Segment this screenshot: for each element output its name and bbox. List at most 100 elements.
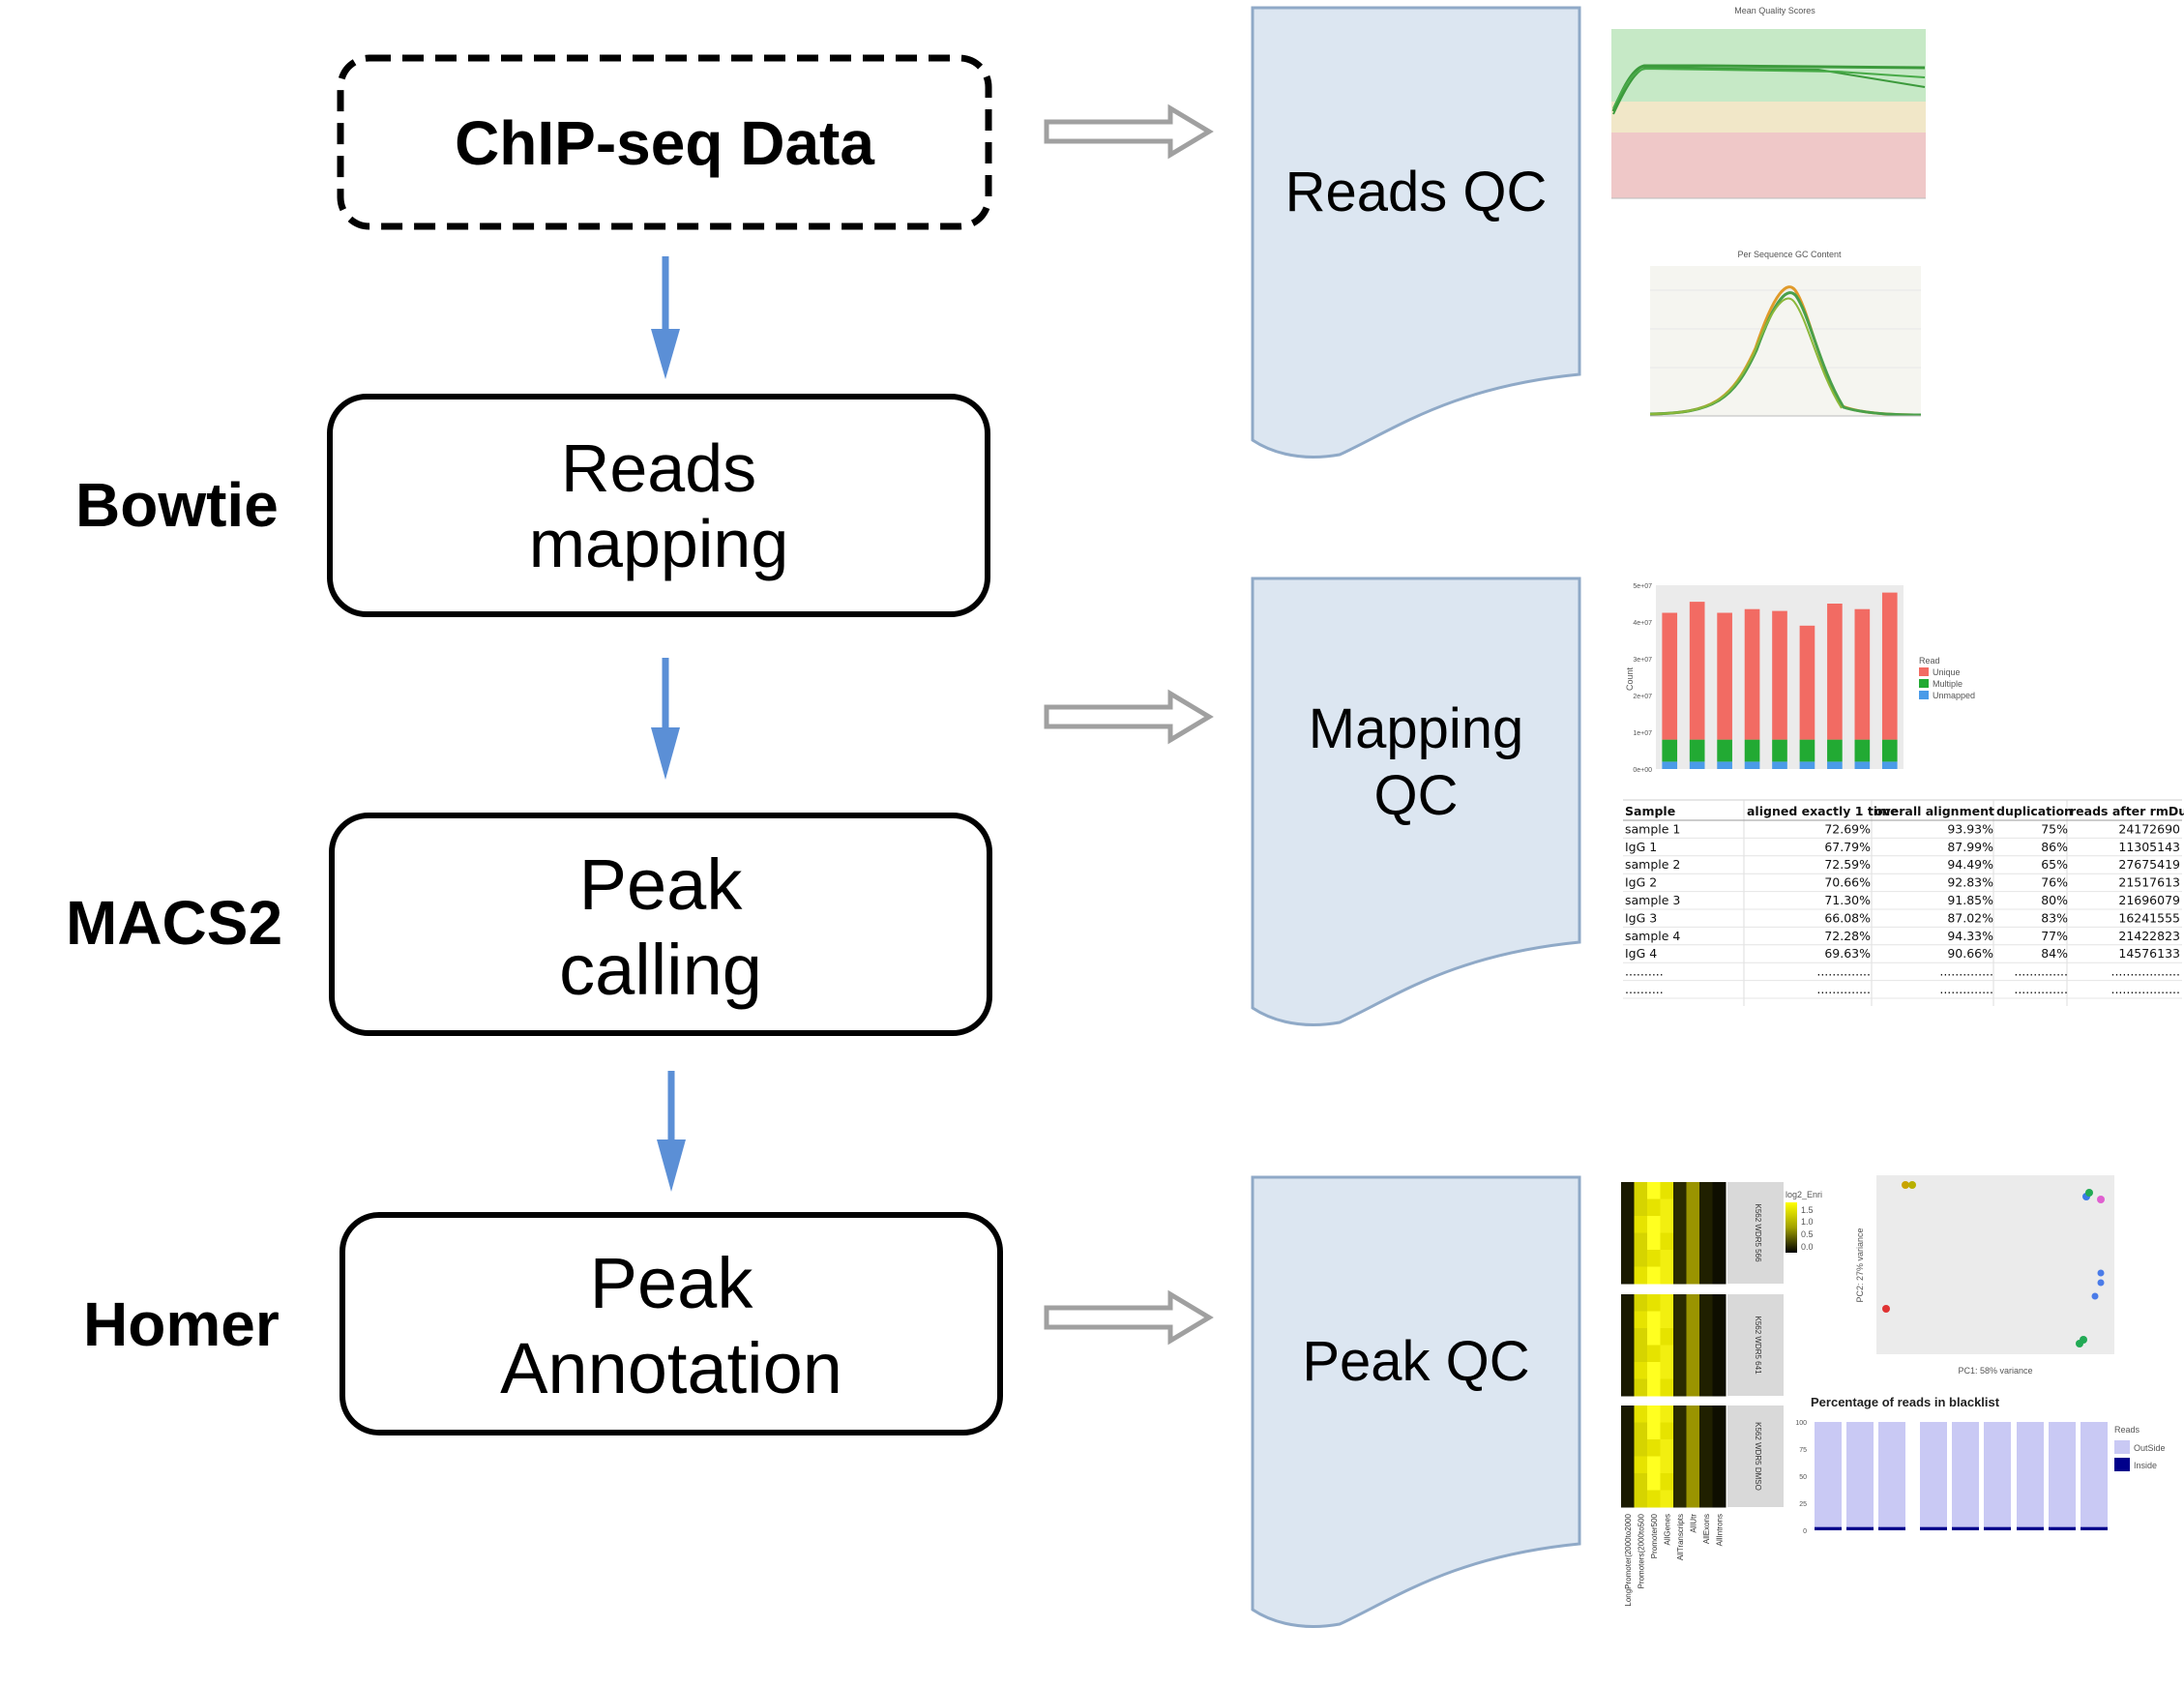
mapping-bar-unmapped	[1881, 761, 1898, 769]
table-cell: ..............	[1939, 982, 1993, 996]
heatmap-cell	[1686, 1294, 1700, 1312]
blacklist-bar-inside	[1920, 1526, 1947, 1530]
heatmap-cell	[1673, 1182, 1687, 1199]
thumb-pca: PC1: 58% variance PC2: 27% variance	[1855, 1175, 2114, 1376]
heatmap-cell	[1686, 1328, 1700, 1346]
heatmap-cell	[1699, 1311, 1713, 1329]
mapping-bar-multiple	[1854, 739, 1871, 762]
table-cell: IgG 4	[1625, 946, 1657, 961]
heatmap-cell	[1686, 1232, 1700, 1251]
table-header: Sample	[1625, 804, 1675, 818]
mapping-bar-unmapped	[1827, 761, 1843, 769]
table-cell: 21696079	[2118, 893, 2180, 907]
mapping-bar-unmapped	[1744, 761, 1760, 769]
heatmap-cell	[1699, 1266, 1713, 1285]
heatmap-cell	[1621, 1199, 1635, 1217]
blacklist-bar-inside	[1815, 1526, 1842, 1530]
step-peak-annotation-line1: Peak	[590, 1243, 754, 1323]
mapping-bar-multiple	[1662, 739, 1678, 762]
step-reads-mapping-line1: Reads	[561, 430, 756, 506]
step-peak-calling-line1: Peak	[579, 844, 744, 925]
mapping-bar-unique	[1772, 610, 1787, 740]
heatmap-cell	[1634, 1328, 1648, 1346]
table-cell: 72.69%	[1824, 821, 1871, 836]
mapping-y-tick: 0e+00	[1633, 767, 1652, 774]
heatmap-cell	[1712, 1406, 1727, 1423]
blacklist-bar-outside	[1920, 1422, 1947, 1527]
heatmap-cell	[1699, 1294, 1713, 1312]
heatmap-cell	[1621, 1362, 1635, 1379]
pca-point	[1902, 1181, 1909, 1189]
step-peak-calling: Peak calling	[329, 813, 992, 1036]
mapping-bar-unique	[1854, 608, 1871, 740]
heatmap-cell	[1634, 1199, 1648, 1217]
heatmap-cell	[1621, 1345, 1635, 1363]
heatmap-cell	[1647, 1439, 1661, 1457]
table-cell: ..............	[1816, 982, 1871, 996]
heatmap-cell	[1660, 1362, 1674, 1379]
heatmap-panel-label: K562 WDR5 DMSO	[1754, 1422, 1762, 1491]
table-cell: 66.08%	[1824, 910, 1871, 925]
mapping-bar-unmapped	[1854, 761, 1871, 769]
heatmap-column-label: AllGenes	[1663, 1514, 1671, 1545]
heatmap-cell	[1699, 1216, 1713, 1233]
heatmap-cell	[1712, 1473, 1727, 1491]
table-cell: IgG 2	[1625, 875, 1657, 890]
thumb-gc-content: Per Sequence GC Content	[1635, 244, 1933, 442]
heatmap-panel-label: K562 WDR5 566	[1754, 1203, 1762, 1262]
heatmap-cell	[1712, 1294, 1727, 1312]
doc-reads-qc: Reads QC	[1251, 6, 1581, 459]
mapping-bar-unique	[1744, 608, 1760, 740]
heatmap-cell	[1673, 1294, 1687, 1312]
heatmap-legend-tick-4: 0.0	[1801, 1242, 1814, 1252]
tool-macs2: MACS2	[66, 888, 282, 958]
heatmap-cell	[1712, 1311, 1727, 1329]
table-cell: ..............	[1816, 964, 1871, 979]
heatmap-cell	[1634, 1182, 1648, 1199]
heatmap-cell	[1621, 1294, 1635, 1312]
step-chipseq-label: ChIP-seq Data	[455, 108, 874, 178]
table-cell: 14576133	[2118, 946, 2180, 961]
table-cell: 75%	[2041, 821, 2068, 836]
pca-point	[2091, 1292, 2099, 1300]
heatmap-cell	[1699, 1182, 1713, 1199]
heatmap-cell	[1647, 1199, 1661, 1217]
heatmap-cell	[1673, 1199, 1687, 1217]
heatmap-cell	[1634, 1406, 1648, 1423]
table-cell: 83%	[2041, 910, 2068, 925]
table-cell: 70.66%	[1824, 875, 1871, 890]
heatmap-cell	[1634, 1250, 1648, 1267]
heatmap-cell	[1634, 1378, 1648, 1397]
heatmap-cell	[1660, 1422, 1674, 1440]
heatmap-cell	[1712, 1362, 1727, 1379]
heatmap-cell	[1686, 1182, 1700, 1199]
table-cell: ..............	[2014, 964, 2068, 979]
step-peak-annotation-line2: Annotation	[500, 1328, 842, 1408]
mapping-bar-unique	[1717, 612, 1732, 740]
heatmap-cell	[1712, 1439, 1727, 1457]
heatmap-cell	[1621, 1250, 1635, 1267]
blacklist-bar-inside	[2049, 1526, 2076, 1530]
heatmap-cell	[1673, 1490, 1687, 1508]
mapping-bar-unique	[1662, 612, 1678, 740]
heatmap-cell	[1712, 1199, 1727, 1217]
tool-bowtie: Bowtie	[75, 470, 279, 540]
thumb-blacklist: Percentage of reads in blacklist 1007550…	[1795, 1395, 2165, 1535]
blacklist-bar-outside	[2017, 1422, 2044, 1527]
heatmap-cell	[1647, 1490, 1661, 1508]
arrow-mapping-to-calling	[651, 658, 680, 780]
mapping-y-tick: 5e+07	[1633, 583, 1652, 590]
hollow-arrow-reads-qc	[1044, 104, 1214, 160]
blacklist-bar-outside	[1846, 1422, 1874, 1527]
table-cell: 87.02%	[1947, 910, 1993, 925]
heatmap-cell	[1686, 1266, 1700, 1285]
heatmap-cell	[1673, 1473, 1687, 1491]
heatmap-cell	[1673, 1311, 1687, 1329]
heatmap-cell	[1647, 1266, 1661, 1285]
heatmap-cell	[1660, 1311, 1674, 1329]
pca-point	[2080, 1336, 2087, 1344]
hollow-arrow-peak-qc	[1044, 1289, 1214, 1346]
pca-point	[2097, 1269, 2105, 1277]
heatmap-legend-title: log2_Enri	[1786, 1190, 1822, 1199]
